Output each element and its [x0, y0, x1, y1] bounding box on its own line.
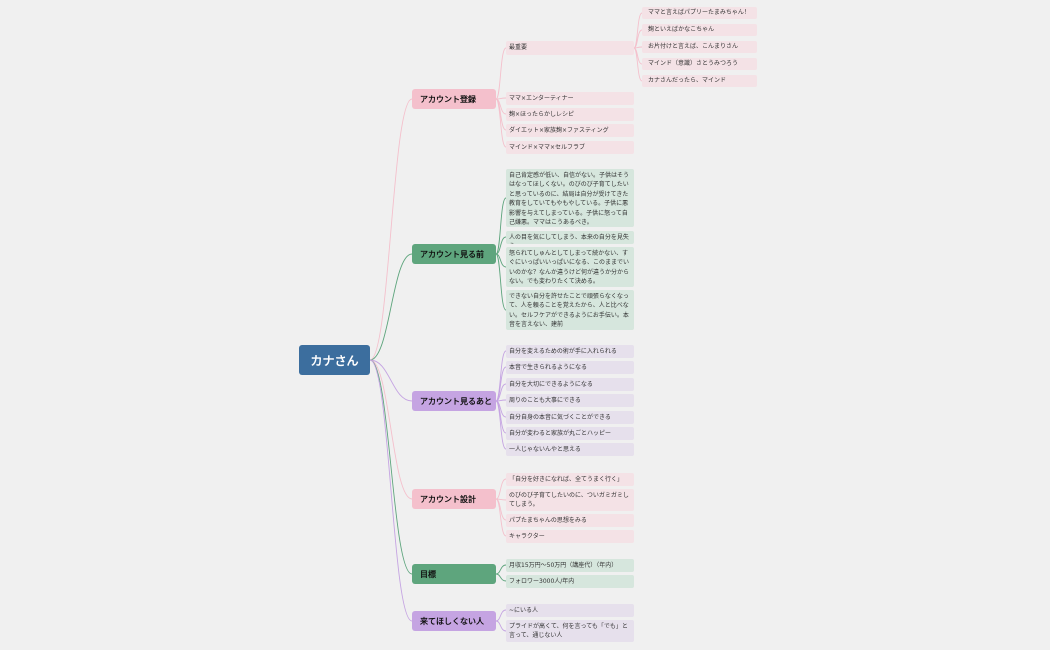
leaf-b3-0[interactable]: 自分を変えるための術が手に入れられる — [506, 345, 634, 358]
leaf-b3-1[interactable]: 本音で生きられるようになる — [506, 361, 634, 374]
leaf-b2-3[interactable]: できない自分を許せたことで頑張らなくなって、人を頼ることを覚えたから、人と比べな… — [506, 290, 634, 330]
branch-unwanted-people[interactable]: 来てほしくない人 — [412, 611, 496, 631]
leaf-b3-6[interactable]: 一人じゃないんやと思える — [506, 443, 634, 456]
b5-link-1 — [495, 573, 507, 582]
branch-before-viewing[interactable]: アカウント見る前 — [412, 244, 496, 264]
branch-account-registration[interactable]: アカウント登録 — [412, 89, 496, 109]
leaf-b1-1[interactable]: ママ×エンターティナー — [506, 92, 634, 105]
subleaf-b1-3[interactable]: マインド（意識）さとうみつろう — [642, 58, 757, 70]
b1-sub-link-4 — [633, 47, 643, 82]
b3-link-0 — [495, 350, 507, 402]
leaf-b2-2[interactable]: 怒られてしゅんとしてしまって続かない、すぐにいっぱいいっぱいになる、このままでい… — [506, 247, 634, 287]
root-link-2 — [369, 359, 413, 402]
leaf-b3-3[interactable]: 周りのことも大事にできる — [506, 394, 634, 407]
b6-link-0 — [495, 609, 507, 622]
leaf-b2-0[interactable]: 自己肯定感が低い、自信がない。子供はそうはなってほしくない。のびのび子育てしたい… — [506, 169, 634, 227]
b2-link-3 — [495, 253, 507, 311]
leaf-b1-0[interactable]: 最重要 — [506, 41, 634, 55]
b1-link-4 — [495, 98, 507, 148]
leaf-b5-0[interactable]: 月収15万円〜50万円（講座代）（年内） — [506, 559, 634, 572]
leaf-b3-4[interactable]: 自分自身の本音に気づくことができる — [506, 411, 634, 424]
root-link-1 — [369, 253, 413, 361]
b1-sub-link-1 — [633, 29, 643, 49]
root-link-0 — [369, 98, 413, 361]
subleaf-b1-0[interactable]: ママと言えばパプリーたまみちゃん！ — [642, 7, 757, 19]
b3-link-2 — [495, 383, 507, 402]
b4-link-0 — [495, 478, 507, 500]
b4-link-3 — [495, 498, 507, 537]
root-link-3 — [369, 359, 413, 500]
leaf-b1-3[interactable]: ダイエット×家族麹×ファスティング — [506, 124, 634, 137]
subleaf-b1-2[interactable]: お片付けと言えば、こんまりさん — [642, 41, 757, 53]
subleaf-b1-4[interactable]: カナさんだったら、マインド — [642, 75, 757, 87]
b2-link-0 — [495, 197, 507, 255]
root-link-4 — [369, 359, 413, 575]
root-link-5 — [369, 359, 413, 622]
leaf-b6-0[interactable]: ~にいる人 — [506, 604, 634, 617]
branch-after-viewing[interactable]: アカウント見るあと — [412, 391, 496, 411]
root-node[interactable]: カナさん — [299, 345, 370, 375]
branch-goal[interactable]: 目標 — [412, 564, 496, 584]
b3-link-6 — [495, 400, 507, 450]
leaf-b3-2[interactable]: 自分を大切にできるようになる — [506, 378, 634, 391]
leaf-b6-1[interactable]: プライドが高くて、何を言っても「でも」と言って、通じない人 — [506, 620, 634, 642]
subleaf-b1-1[interactable]: 麹といえばかなこちゃん — [642, 24, 757, 36]
leaf-b4-0[interactable]: 「自分を好きになれば、全てうまく行く」 — [506, 473, 634, 486]
branch-account-design[interactable]: アカウント設計 — [412, 489, 496, 509]
leaf-b4-2[interactable]: パプたまちゃんの思想をみる — [506, 514, 634, 527]
b2-link-1 — [495, 236, 507, 255]
b1-link-0 — [495, 47, 507, 100]
leaf-b1-2[interactable]: 麹×ほったらかしレシピ — [506, 108, 634, 121]
leaf-b5-1[interactable]: フォロワー3000人/年内 — [506, 575, 634, 588]
leaf-b4-1[interactable]: のびのび子育てしたいのに、ついガミガミしてしまう。 — [506, 489, 634, 511]
leaf-b1-4[interactable]: マインド×ママ×セルフラブ — [506, 141, 634, 154]
b5-link-0 — [495, 564, 507, 575]
leaf-b2-1[interactable]: 人の目を気にしてしまう、本来の自分を見失う — [506, 231, 634, 244]
leaf-b3-5[interactable]: 自分が変わると家族が丸ごとハッピー — [506, 427, 634, 440]
b1-link-1 — [495, 97, 507, 100]
b6-link-1 — [495, 620, 507, 632]
leaf-b4-3[interactable]: キャラクター — [506, 530, 634, 543]
